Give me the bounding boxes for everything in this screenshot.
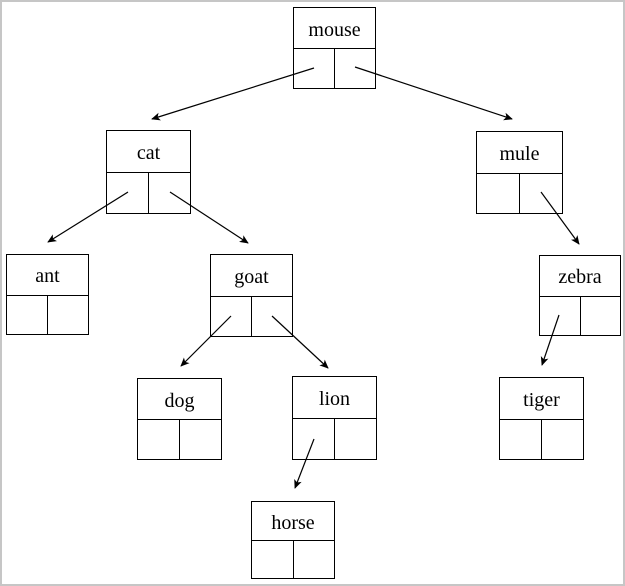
node-label-tiger: tiger	[523, 388, 560, 411]
node-label-zebra: zebra	[558, 266, 602, 289]
node-label-dog: dog	[164, 389, 195, 412]
right-pointer-cell-goat	[252, 297, 292, 337]
node-pointer-cells	[211, 295, 292, 337]
right-pointer-cell-tiger	[542, 420, 583, 460]
node-pointer-cells	[294, 48, 375, 88]
node-label-ant: ant	[35, 265, 60, 288]
node-ant: ant	[6, 254, 89, 335]
right-pointer-cell-horse	[294, 541, 335, 578]
left-pointer-cell-ant	[7, 295, 48, 334]
left-pointer-cell-mule	[477, 173, 520, 213]
node-goat: goat	[210, 254, 293, 337]
node-pointer-cells	[107, 172, 190, 213]
node-pointer-cells	[540, 295, 621, 336]
node-pointer-cells	[252, 540, 334, 578]
left-pointer-cell-goat	[211, 296, 252, 336]
right-pointer-cell-zebra	[581, 297, 621, 336]
node-label-lion: lion	[318, 388, 351, 410]
node-pointer-cells	[293, 418, 376, 459]
node-cat: cat	[106, 130, 191, 214]
node-label-mouse: mouse	[308, 18, 361, 41]
left-pointer-cell-mouse	[294, 49, 335, 88]
node-pointer-cells	[7, 294, 88, 335]
left-pointer-cell-cat	[107, 173, 149, 213]
left-pointer-cell-zebra	[540, 296, 581, 335]
left-pointer-cell-tiger	[500, 419, 542, 459]
node-tiger: tiger	[499, 377, 584, 460]
right-pointer-cell-dog	[180, 420, 221, 459]
right-pointer-cell-ant	[48, 296, 88, 335]
node-label-mule: mule	[499, 142, 540, 165]
node-dog: dog	[137, 378, 222, 460]
right-pointer-cell-lion	[335, 419, 376, 459]
left-pointer-cell-lion	[293, 419, 335, 459]
node-zebra: zebra	[539, 255, 621, 336]
node-mouse: mouse	[293, 7, 376, 89]
left-pointer-cell-dog	[138, 420, 180, 459]
node-label-goat: goat	[234, 265, 269, 288]
node-label-cat: cat	[136, 142, 161, 164]
node-pointer-cells	[500, 418, 583, 460]
right-pointer-cell-mouse	[335, 49, 375, 88]
edge-mouse-left-cat	[151, 67, 315, 121]
node-mule: mule	[476, 131, 563, 214]
node-pointer-cells	[138, 419, 221, 459]
right-pointer-cell-cat	[149, 173, 190, 213]
right-pointer-cell-mule	[520, 174, 562, 214]
node-label-horse: horse	[271, 511, 315, 534]
edge-mouse-right-mule	[354, 66, 513, 121]
left-pointer-cell-horse	[252, 541, 294, 578]
node-lion: lion	[292, 376, 377, 460]
node-pointer-cells	[477, 172, 562, 214]
node-horse: horse	[251, 501, 335, 579]
